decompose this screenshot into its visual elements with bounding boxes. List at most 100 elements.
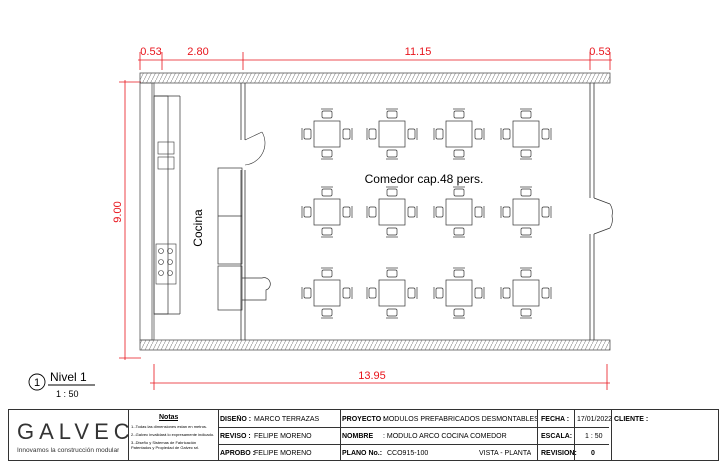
chair bbox=[435, 128, 444, 140]
chair bbox=[435, 206, 444, 218]
dining-table-set bbox=[301, 186, 353, 238]
chair bbox=[407, 287, 416, 299]
kitchen-label: Cocina bbox=[191, 209, 205, 247]
partition-wall bbox=[240, 83, 246, 340]
dining-tables bbox=[301, 108, 552, 319]
dining-label: Comedor cap.48 pers. bbox=[365, 172, 484, 186]
chair bbox=[435, 287, 444, 299]
dining-table-set bbox=[433, 108, 485, 160]
chair bbox=[453, 269, 465, 278]
plan-value: CCO915-100 bbox=[387, 450, 429, 457]
review-value: FELIPE MORENO bbox=[254, 433, 312, 440]
dim-top-1: 0.53 bbox=[140, 46, 161, 58]
dining-table-set bbox=[500, 108, 552, 160]
project-label: PROYECTO : bbox=[342, 416, 386, 423]
table bbox=[445, 120, 473, 148]
chair bbox=[502, 287, 511, 299]
chair bbox=[321, 269, 333, 278]
chair bbox=[386, 269, 398, 278]
view-value: VISTA - PLANTA bbox=[479, 450, 532, 457]
door-swing-icon bbox=[244, 131, 266, 166]
chair bbox=[368, 128, 377, 140]
chair bbox=[520, 269, 532, 278]
chair bbox=[342, 206, 351, 218]
chair bbox=[502, 128, 511, 140]
chair bbox=[520, 149, 532, 158]
chair bbox=[386, 227, 398, 236]
date-value: 17/01/2022 bbox=[577, 416, 613, 423]
chair bbox=[453, 308, 465, 317]
chair bbox=[474, 206, 483, 218]
dim-top-3: 11.15 bbox=[405, 46, 432, 58]
approve-value: FELIPE MORENO bbox=[254, 450, 312, 457]
sink-icon bbox=[157, 141, 175, 170]
project-value: MODULOS PREFABRICADOS DESMONTABLES bbox=[383, 416, 537, 423]
chair bbox=[321, 308, 333, 317]
note-3: 3.-Diseño y Sistemas de Fabricación Pate… bbox=[131, 440, 200, 450]
chair bbox=[407, 128, 416, 140]
name-label: NOMBRE bbox=[342, 433, 374, 440]
company-logo: GALVEC bbox=[17, 420, 135, 444]
chair bbox=[502, 206, 511, 218]
chair bbox=[321, 188, 333, 197]
dining-table-set bbox=[301, 108, 353, 160]
chair bbox=[453, 110, 465, 119]
scale-value: 1 : 50 bbox=[585, 433, 603, 440]
chair bbox=[368, 206, 377, 218]
title-block: GALVEC Innovamos la construcción modular… bbox=[8, 409, 719, 461]
chair bbox=[386, 110, 398, 119]
chair bbox=[386, 308, 398, 317]
dining-table-set bbox=[366, 267, 418, 319]
table bbox=[512, 198, 540, 226]
client-label: CLIENTE : bbox=[614, 416, 649, 423]
notes-title: Notas bbox=[159, 414, 179, 421]
level-number: 1 bbox=[34, 377, 40, 389]
dim-top-4: 0.53 bbox=[589, 46, 610, 58]
chair bbox=[386, 149, 398, 158]
table bbox=[313, 198, 341, 226]
chair bbox=[520, 308, 532, 317]
chair bbox=[453, 227, 465, 236]
dining-table-set bbox=[366, 108, 418, 160]
design-label: DISEÑO : bbox=[220, 416, 252, 423]
note-1: 1.-Todas las dimensiones estan en metros… bbox=[131, 424, 208, 429]
chair bbox=[321, 110, 333, 119]
table bbox=[378, 279, 406, 307]
table bbox=[512, 120, 540, 148]
double-door-icon bbox=[593, 197, 613, 235]
dimension-lines-top bbox=[138, 52, 612, 70]
chair bbox=[386, 188, 398, 197]
kitchen-counter bbox=[153, 95, 181, 315]
chair bbox=[321, 227, 333, 236]
date-label: FECHA : bbox=[541, 416, 570, 423]
stove-icon bbox=[155, 243, 177, 285]
chair bbox=[453, 188, 465, 197]
dim-bottom: 13.95 bbox=[358, 370, 386, 382]
table bbox=[445, 279, 473, 307]
chair bbox=[520, 227, 532, 236]
level-scale: 1 : 50 bbox=[56, 389, 79, 399]
wall-right bbox=[589, 83, 595, 340]
dining-table-set bbox=[500, 186, 552, 238]
dim-left: 9.00 bbox=[112, 201, 124, 222]
chair bbox=[368, 287, 377, 299]
note-2: 2.-Galvec invalidará lo expresamente ind… bbox=[131, 432, 215, 437]
revision-label: REVISION: bbox=[541, 450, 577, 457]
chair bbox=[541, 287, 550, 299]
wall-bottom bbox=[139, 339, 611, 351]
level-name: Nivel 1 bbox=[50, 370, 87, 384]
dining-table-set bbox=[500, 267, 552, 319]
dining-table-set bbox=[433, 267, 485, 319]
chair bbox=[453, 149, 465, 158]
chair bbox=[407, 206, 416, 218]
table bbox=[512, 279, 540, 307]
review-label: REVISO : bbox=[220, 433, 251, 440]
floor-plan: 0.53 2.80 11.15 0.53 9.00 13.95 bbox=[28, 46, 613, 399]
table bbox=[313, 279, 341, 307]
chair bbox=[520, 188, 532, 197]
plan-label: PLANO No.: bbox=[342, 450, 383, 457]
dimension-line-left bbox=[119, 80, 141, 360]
revision-value: 0 bbox=[591, 450, 595, 457]
chair bbox=[520, 110, 532, 119]
chair bbox=[474, 128, 483, 140]
